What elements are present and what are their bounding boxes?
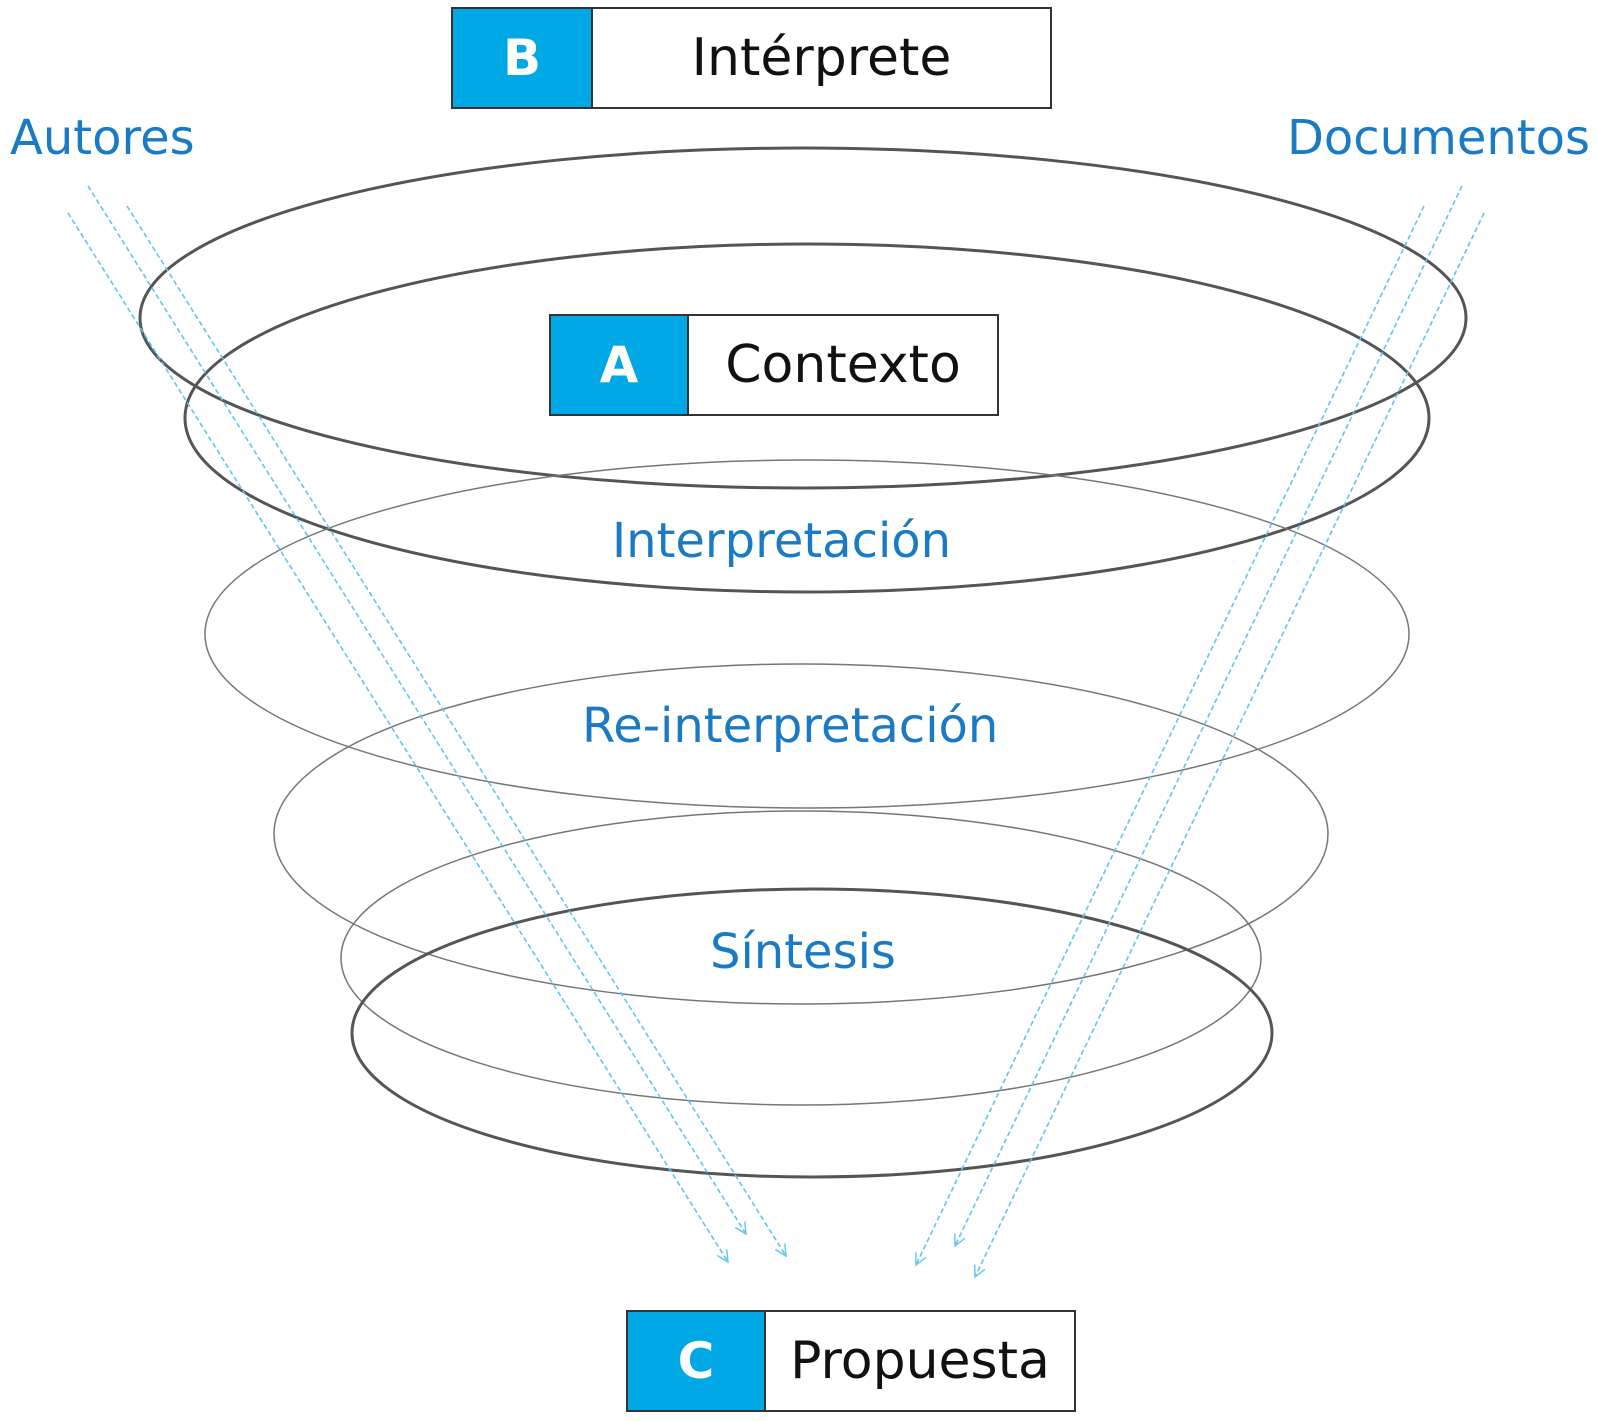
documentos-arrows — [916, 185, 1485, 1277]
interprete-box: B Intérprete — [451, 7, 1052, 109]
funnel-ring-3 — [204, 459, 1410, 809]
propuesta-letter: C — [628, 1312, 766, 1410]
stage-sintesis: Síntesis — [710, 924, 896, 980]
interprete-letter: B — [453, 9, 593, 107]
documentos-arrow-2 — [955, 185, 1463, 1246]
contexto-box: A Contexto — [549, 314, 999, 416]
contexto-letter: A — [551, 316, 689, 414]
documentos-arrow-3 — [975, 212, 1485, 1277]
funnel-ring-1 — [138, 146, 1468, 490]
funnel-ring-2 — [183, 242, 1431, 594]
documentos-arrow-1 — [916, 205, 1425, 1265]
contexto-label: Contexto — [725, 335, 961, 395]
autores-arrow-2 — [87, 185, 746, 1234]
funnel-ring-4 — [273, 663, 1329, 1005]
funnel-ring-6 — [350, 887, 1274, 1179]
interprete-label: Intérprete — [691, 28, 952, 88]
propuesta-box: C Propuesta — [626, 1310, 1076, 1412]
autores-arrows — [67, 185, 786, 1262]
propuesta-label: Propuesta — [790, 1331, 1050, 1391]
documentos-label: Documentos — [1286, 110, 1590, 166]
autores-arrow-3 — [126, 205, 786, 1256]
stage-reinterpretacion: Re-interpretación — [582, 698, 999, 754]
funnel-ring-5 — [340, 810, 1262, 1106]
stage-interpretacion: Interpretación — [612, 513, 952, 569]
autores-arrow-1 — [67, 212, 728, 1262]
autores-label: Autores — [10, 110, 195, 166]
